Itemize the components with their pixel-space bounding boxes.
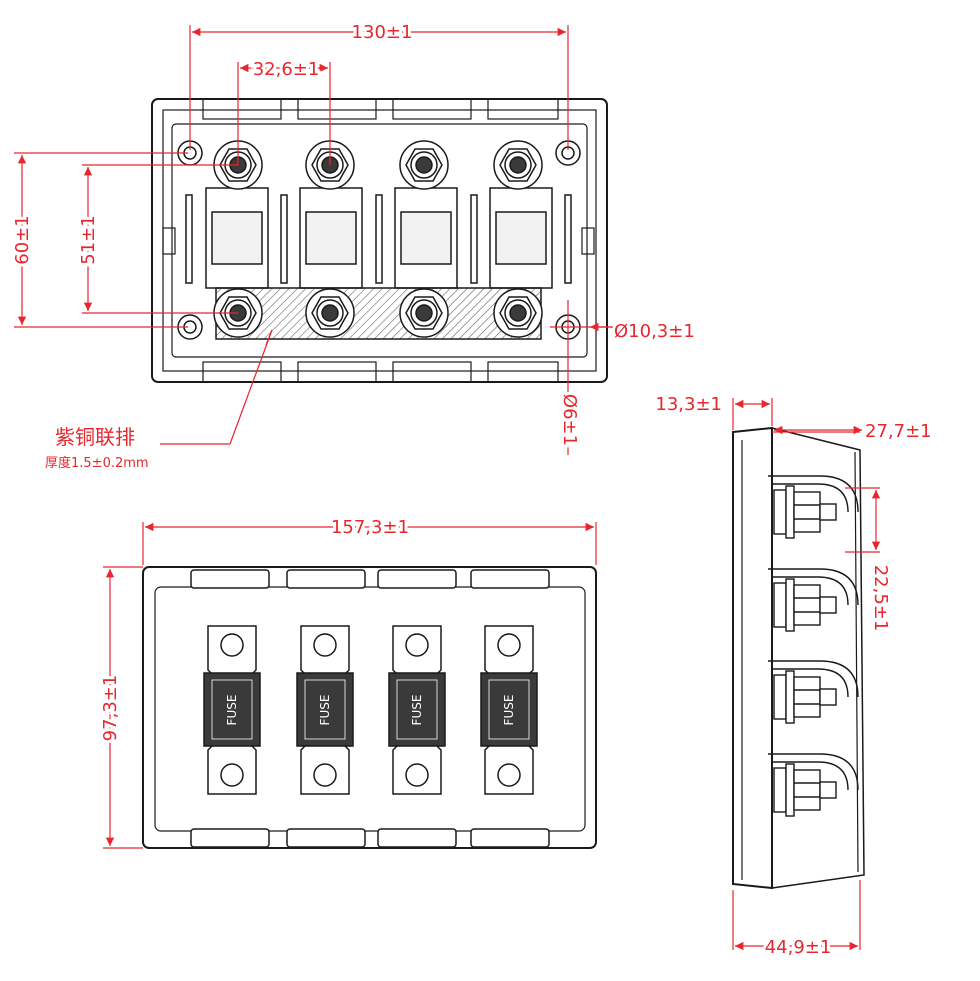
- busbar-thickness: 厚度1.5±0.2mm: [45, 455, 149, 471]
- side-stud: [768, 475, 859, 539]
- dim-front-height: 97,3±1: [100, 675, 121, 742]
- top-view-dimension-lines: [14, 25, 613, 455]
- stud-nuts-top-row: [213, 140, 543, 190]
- side-view-cover: [771, 427, 865, 889]
- stud-nuts-bottom-row: [213, 288, 543, 338]
- fuse-label: FUSE: [318, 695, 332, 726]
- fuse-terminal-hole-icon: [313, 633, 337, 657]
- fuse-terminal-hole-icon: [313, 763, 337, 787]
- fuse-label: FUSE: [410, 695, 424, 726]
- top-view-notches: [162, 98, 595, 383]
- top-view-inner-frame-2: [171, 123, 588, 358]
- busbar-label: 紫铜联排: [55, 425, 135, 449]
- side-view: 13,3±1 27,7±1 22,5±1 44,9±1: [655, 394, 932, 961]
- dim-hole-diameter: Ø6±1: [559, 394, 580, 446]
- top-view: 130±1 32,6±1 60±1 51±1 Ø10,3±1 Ø6±1 紫铜联排…: [9, 19, 695, 471]
- fuse-terminal-hole-icon: [497, 633, 521, 657]
- side-stud: [768, 753, 859, 817]
- dim-side-pitch: 22,5±1: [870, 565, 891, 632]
- side-view-base: [732, 426, 773, 890]
- fuse-terminal-hole-icon: [405, 763, 429, 787]
- dim-top-width: 130±1: [352, 22, 413, 43]
- fuse-terminal-hole-icon: [497, 763, 521, 787]
- fuse: FUSE: [480, 625, 538, 795]
- front-view-fuses: FUSE FUSE FUSE FUSE: [203, 625, 538, 795]
- dim-top-height-outer: 60±1: [12, 215, 33, 264]
- front-view-outer-frame: [142, 566, 597, 849]
- front-view-dimension-lines: [103, 522, 597, 849]
- side-view-dimension-lines: [732, 398, 881, 951]
- dim-side-base: 13,3±1: [655, 394, 722, 415]
- dim-front-width: 157,3±1: [331, 517, 409, 538]
- dim-top-pitch: 32,6±1: [253, 59, 320, 80]
- fuse-terminal-hole-icon: [220, 633, 244, 657]
- top-view-outer-frame: [151, 98, 608, 383]
- dim-stud-diameter: Ø10,3±1: [614, 321, 695, 342]
- fuse-slots-top: [185, 187, 572, 289]
- fuse: FUSE: [203, 625, 261, 795]
- dim-side-top: 27,7±1: [865, 421, 932, 442]
- copper-busbar: [215, 287, 542, 340]
- dim-side-depth: 44,9±1: [765, 937, 832, 958]
- side-stud: [768, 568, 859, 632]
- fuse-terminal-hole-icon: [405, 633, 429, 657]
- fuse-terminal-hole-icon: [220, 763, 244, 787]
- front-view: FUSE FUSE FUSE FUSE 157,3±1 97,3±1: [97, 514, 597, 849]
- front-view-inner-frame: [154, 586, 586, 832]
- side-stud: [768, 660, 859, 724]
- fuse-label: FUSE: [502, 695, 516, 726]
- side-view-studs: [768, 475, 859, 817]
- fuse: FUSE: [388, 625, 446, 795]
- fuse: FUSE: [296, 625, 354, 795]
- dim-top-height-inner: 51±1: [78, 215, 99, 264]
- front-view-covers: [190, 569, 550, 848]
- fuse-label: FUSE: [225, 695, 239, 726]
